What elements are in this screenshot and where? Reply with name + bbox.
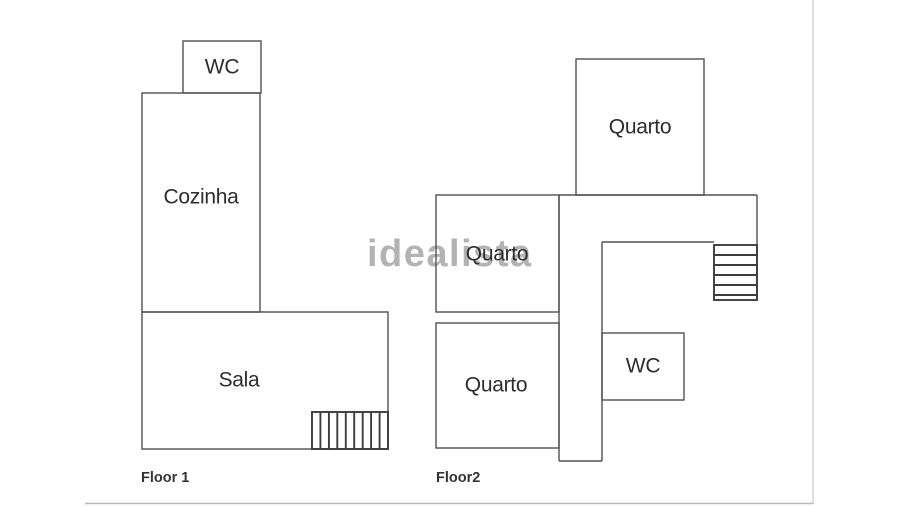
room-outline-floor1-sala [141, 311, 389, 450]
stairs-floor1 [311, 411, 389, 450]
room-label-floor2-quarto-top: Quarto [609, 116, 671, 139]
stairs-floor2 [713, 244, 758, 301]
room-label-floor1-cozinha: Cozinha [164, 186, 240, 209]
room-label-floor2-quarto-bottom: Quarto [465, 374, 527, 397]
room-label-floor1-sala: Sala [219, 369, 260, 392]
floor1-plan: WC Cozinha Sala Floor 1 [141, 40, 389, 486]
room-label-floor1-wc: WC [205, 56, 240, 79]
floor1-walls [141, 40, 389, 450]
room-label-floor2-quarto-middle: Quarto [466, 243, 528, 266]
floor2-plan: Quarto Quarto Quarto WC Floor2 [435, 58, 758, 486]
floor2-label: Floor2 [436, 470, 480, 486]
floor1-label: Floor 1 [141, 470, 189, 486]
room-label-floor2-wc: WC [626, 355, 661, 378]
idealista-watermark: idealista [367, 233, 533, 275]
